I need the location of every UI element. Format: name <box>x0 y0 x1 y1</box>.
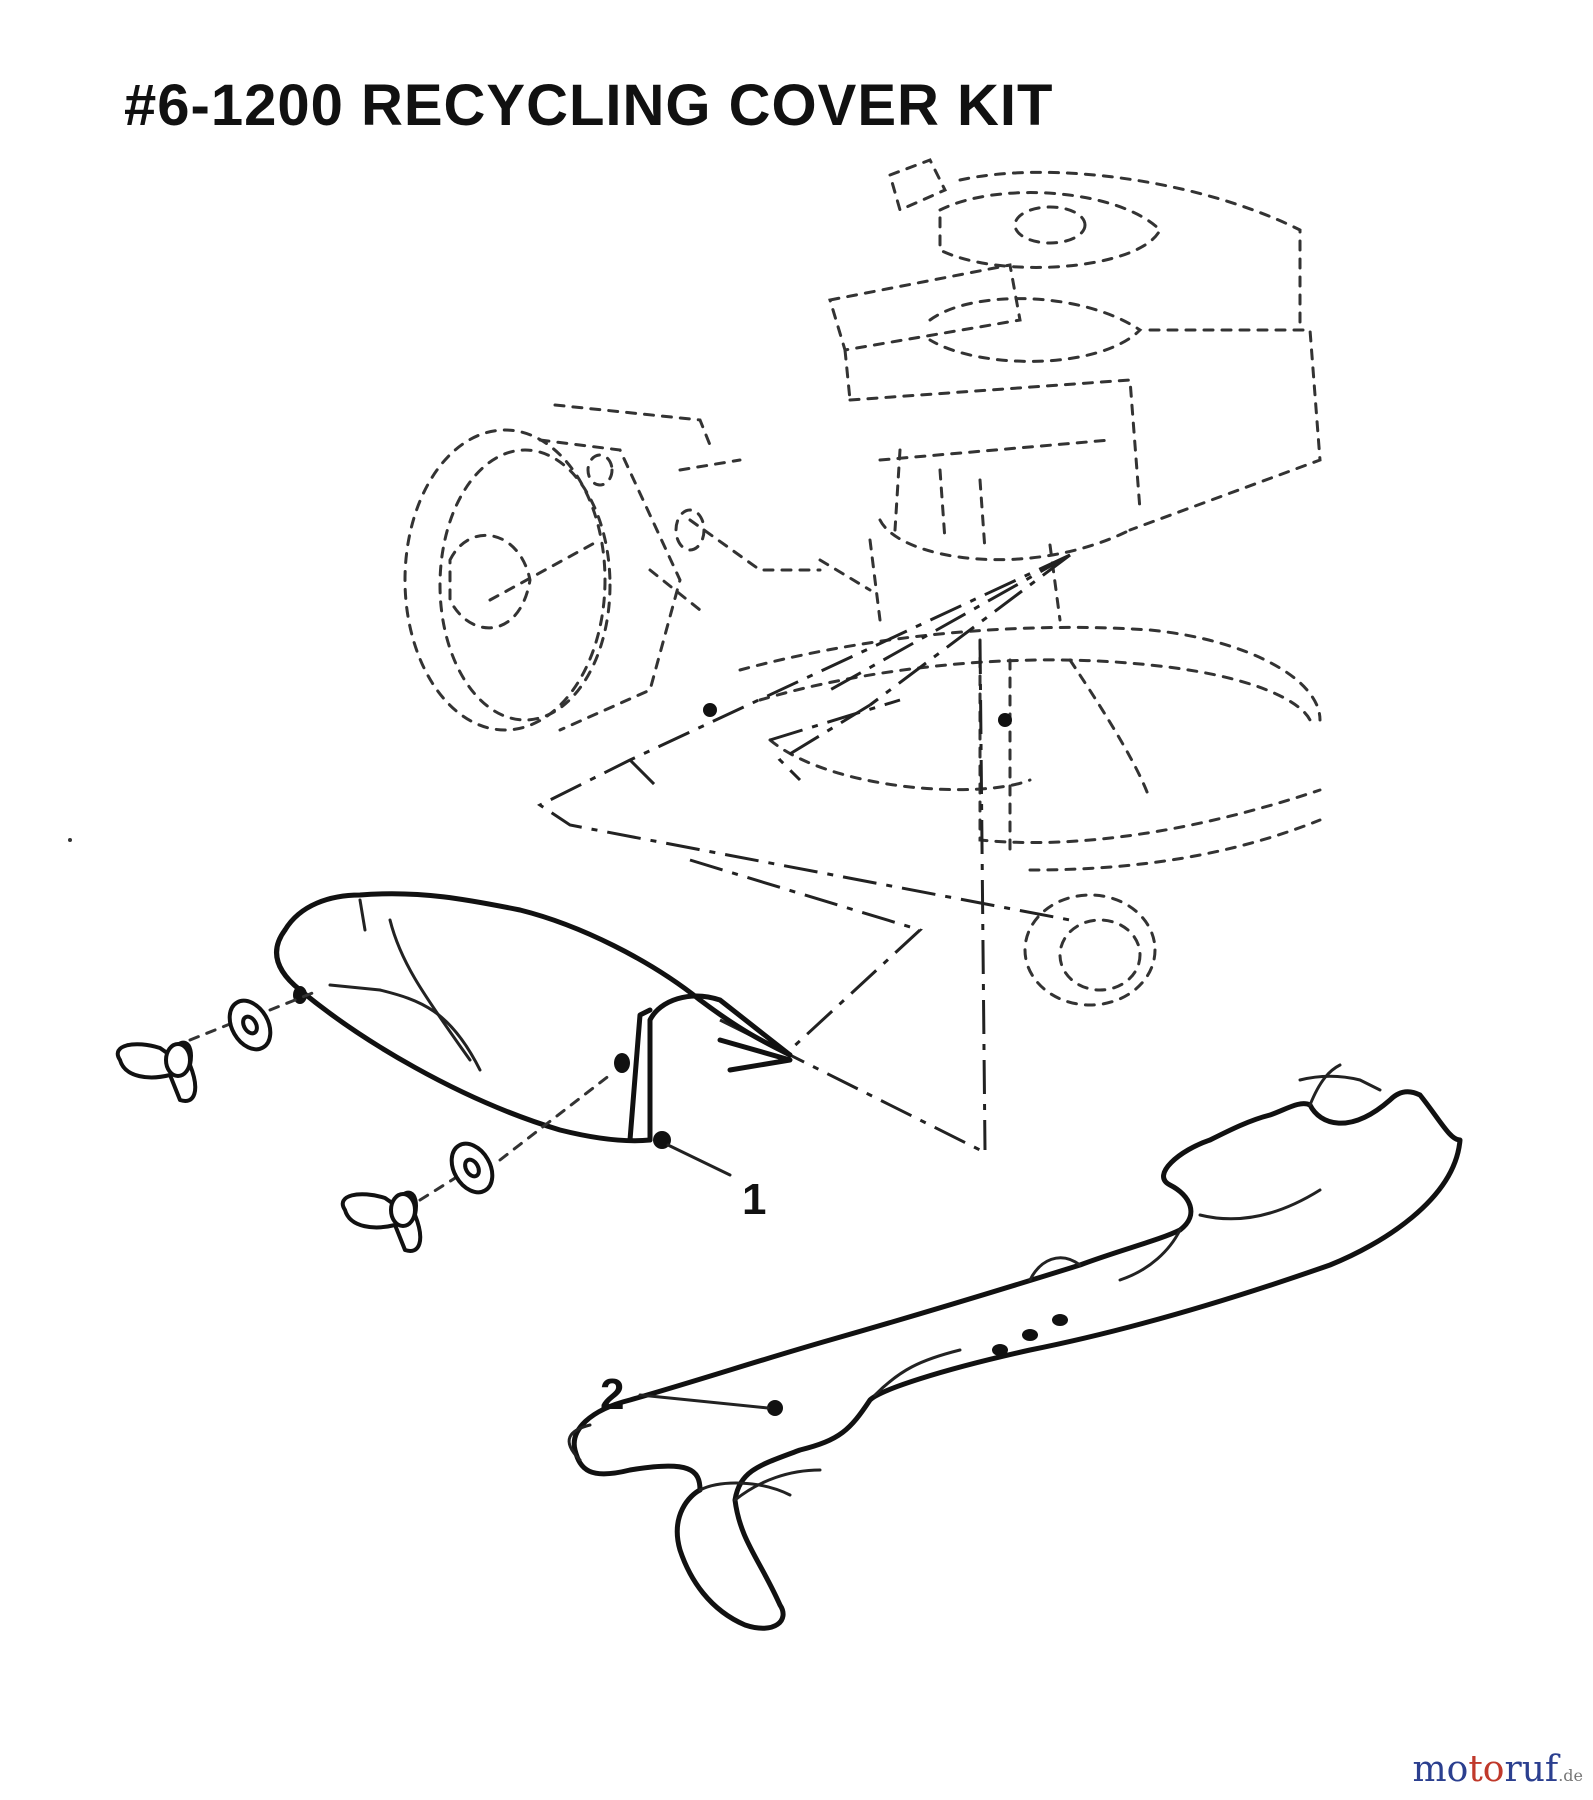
wing-nut-icon <box>115 1040 198 1103</box>
front-wheel-icon <box>1023 893 1157 1007</box>
watermark-logo: motoruf.de <box>1413 1749 1583 1790</box>
watermark-tld: .de <box>1558 1766 1583 1785</box>
watermark-text: motoruf <box>1412 1749 1559 1790</box>
cover-mounting-outline <box>537 553 1071 1152</box>
recycling-cover-icon <box>274 891 793 1149</box>
lawn-mower-outline <box>403 158 1322 1007</box>
mulching-blade-icon <box>567 1063 1463 1631</box>
wing-nut-icon <box>340 1190 423 1253</box>
rear-wheel-icon <box>403 428 706 732</box>
mower-deck-outline <box>738 625 1322 872</box>
washer-icon <box>227 998 273 1052</box>
page-title: #6-1200 RECYCLING COVER KIT <box>124 73 1054 138</box>
callout-2: 2 <box>600 1370 625 1419</box>
engine-icon <box>828 158 1322 622</box>
washer-icon <box>449 1141 495 1195</box>
callout-1: 1 <box>742 1175 767 1224</box>
